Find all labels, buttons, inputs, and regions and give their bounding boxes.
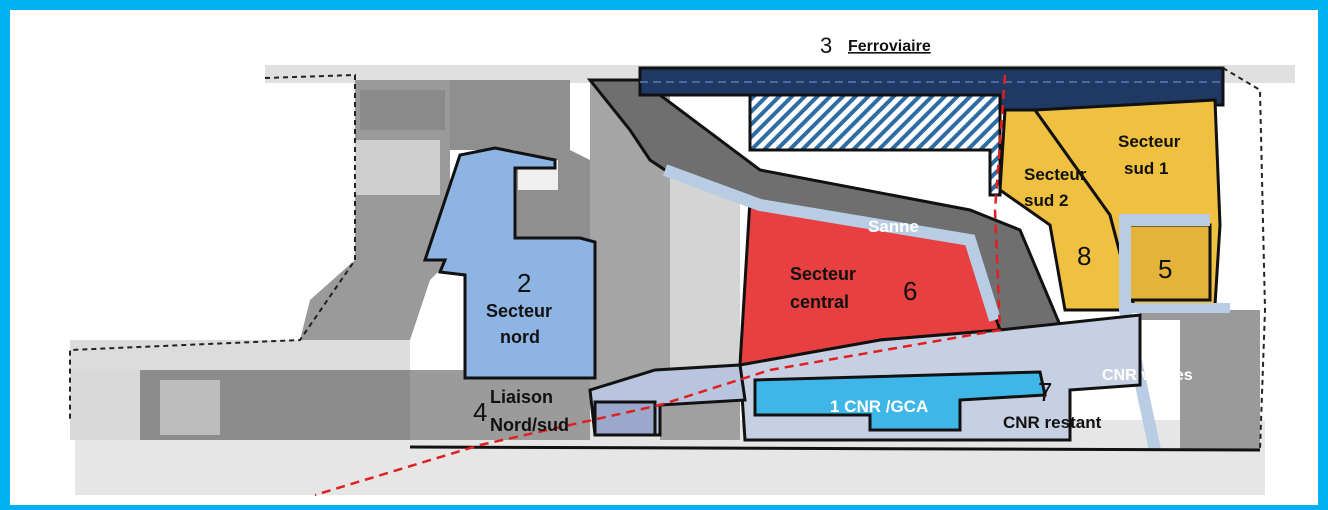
grey-zone-east — [1140, 310, 1260, 450]
grey-zone-west-inner-1 — [360, 90, 445, 130]
cnr-voiries-label: CNR voiries — [1102, 367, 1193, 384]
map-canvas: 3 Ferroviaire 2 Secteur nord 4 Liaison N… — [10, 10, 1318, 505]
cnr-gca-label: 1 CNR /GCA — [830, 397, 928, 416]
secteur-nord-line1: Secteur — [486, 301, 552, 321]
red-dashed-route — [314, 74, 1007, 497]
liaison-number: 4 — [473, 397, 487, 427]
secteur-sud-2-line2: sud 2 — [1024, 191, 1068, 210]
grey-zone-light-mid — [670, 170, 740, 370]
liaison-line2: Nord/sud — [490, 415, 569, 435]
secteur-nord-number: 2 — [517, 268, 531, 298]
grey-zone-west-inner-2 — [355, 140, 440, 195]
cnr-restant-number: 7 — [1038, 377, 1052, 407]
liaison-line1: Liaison — [490, 387, 553, 407]
cnr-restant-label: CNR restant — [1003, 413, 1102, 432]
grey-zone-far-west — [70, 370, 140, 440]
secteur-nord-zone — [422, 146, 597, 380]
sanne-label: Sanne — [868, 217, 919, 236]
ferroviaire-label: Ferroviaire — [848, 38, 931, 55]
secteur-sud-1-line2: sud 1 — [1124, 159, 1168, 178]
grey-zone-liaison-area — [410, 370, 590, 440]
secteur-central-line1: Secteur — [790, 264, 856, 284]
site-boundary-line — [69, 73, 356, 420]
hatched-zone — [748, 93, 1002, 197]
ferroviaire-number: 3 — [820, 33, 832, 58]
grey-zone-southwest-light — [160, 380, 220, 435]
secteur-sud-1-line1: Secteur — [1118, 132, 1181, 151]
grey-zone-south-mid — [660, 400, 740, 440]
site-boundary-east — [1222, 67, 1267, 451]
secteur-central-line2: central — [790, 292, 849, 312]
sanne-road — [662, 164, 1001, 322]
site-plan-map: 3 Ferroviaire 2 Secteur nord 4 Liaison N… — [69, 33, 1295, 497]
secteur-sud-2-line1: Secteur — [1024, 165, 1087, 184]
secteur-central-number: 6 — [903, 276, 917, 306]
zone-5-number: 5 — [1158, 254, 1172, 284]
secteur-sud-2-number: 8 — [1077, 241, 1091, 271]
secteur-nord-line2: nord — [500, 327, 540, 347]
cnr-gca-zone — [753, 370, 1047, 432]
site-boundary-south — [409, 445, 1261, 452]
